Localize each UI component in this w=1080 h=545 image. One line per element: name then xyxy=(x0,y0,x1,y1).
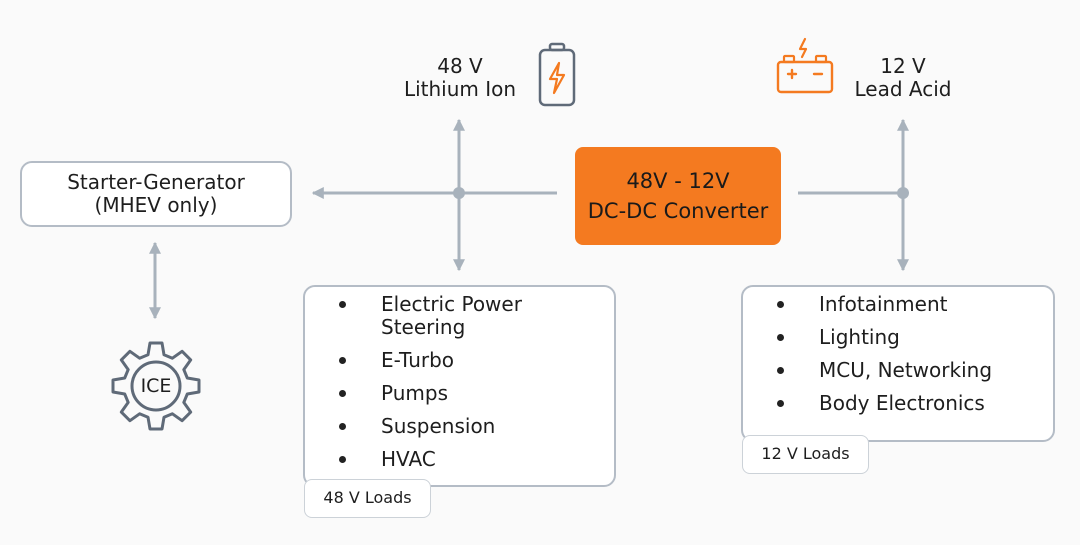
list-item: Suspension xyxy=(305,415,614,438)
starter-generator-note: (MHEV only) xyxy=(94,193,218,217)
list-item: Pumps xyxy=(305,382,614,405)
bullet-icon xyxy=(339,357,346,364)
list-item: Lighting xyxy=(743,326,1053,349)
converter-line-1: 48V - 12V xyxy=(626,169,730,193)
battery-icon xyxy=(538,42,576,107)
starter-generator-box: Starter-Generator (MHEV only) xyxy=(20,161,292,227)
bullet-icon xyxy=(339,390,346,397)
gear-icon xyxy=(111,341,201,431)
list-item: MCU, Networking xyxy=(743,359,1053,382)
list-item-label: HVAC xyxy=(381,447,436,471)
bus-48v-junction xyxy=(453,187,465,199)
list-item-label: Pumps xyxy=(381,381,448,405)
battery-12v-label: 12 V Lead Acid xyxy=(840,55,966,101)
battery-48v-type: Lithium Ion xyxy=(403,77,517,101)
list-item: Electric Power Steering xyxy=(305,293,614,339)
list-item: E-Turbo xyxy=(305,349,614,372)
loads-48v-list: Electric Power Steering E-Turbo Pumps Su… xyxy=(305,287,614,471)
loads-48v-tag: 48 V Loads xyxy=(304,479,431,518)
loads-12v-tag: 12 V Loads xyxy=(742,435,869,474)
list-item-label: Suspension xyxy=(381,414,496,438)
dc-dc-converter-box: 48V - 12V DC-DC Converter xyxy=(575,147,781,245)
battery-12v-type: Lead Acid xyxy=(854,77,952,101)
ice-label: ICE xyxy=(140,375,172,397)
list-item-label: Lighting xyxy=(819,325,900,349)
bullet-icon xyxy=(339,456,346,463)
bullet-icon xyxy=(777,301,784,308)
converter-line-2: DC-DC Converter xyxy=(587,199,769,223)
list-item-label: MCU, Networking xyxy=(819,358,993,382)
bullet-icon xyxy=(339,301,346,308)
bullet-icon xyxy=(777,400,784,407)
loads-12v-box: Infotainment Lighting MCU, Networking Bo… xyxy=(741,285,1055,442)
battery-48v-voltage: 48 V xyxy=(437,54,483,78)
loads-48v-box: Electric Power Steering E-Turbo Pumps Su… xyxy=(303,285,616,487)
list-item-label: Infotainment xyxy=(819,292,948,316)
battery-48v-label: 48 V Lithium Ion xyxy=(392,55,528,101)
list-item: HVAC xyxy=(305,448,614,471)
bullet-icon xyxy=(777,367,784,374)
bullet-icon xyxy=(339,423,346,430)
car-battery-icon xyxy=(776,37,834,94)
bus-12v-junction xyxy=(897,187,909,199)
list-item-label: E-Turbo xyxy=(381,348,455,372)
list-item: Body Electronics xyxy=(743,392,1053,415)
loads-12v-list: Infotainment Lighting MCU, Networking Bo… xyxy=(743,287,1053,415)
starter-generator-title: Starter-Generator xyxy=(67,170,245,194)
list-item: Infotainment xyxy=(743,293,1053,316)
battery-12v-voltage: 12 V xyxy=(880,54,926,78)
bullet-icon xyxy=(777,334,784,341)
list-item-label: Electric Power Steering xyxy=(381,292,522,339)
list-item-label: Body Electronics xyxy=(819,391,985,415)
